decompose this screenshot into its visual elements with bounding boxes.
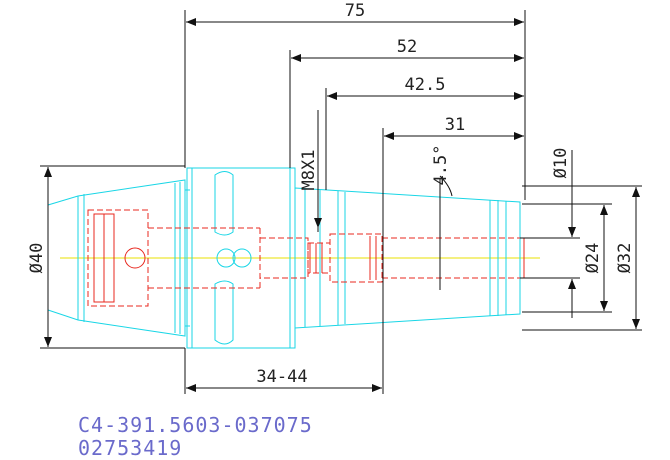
dia-10-label: Ø10 [551, 148, 571, 179]
dim-52-label: 52 [397, 37, 417, 57]
dim-34-44-label: 34-44 [256, 367, 307, 387]
dim-75-label: 75 [345, 1, 365, 21]
dia-24-label: Ø24 [583, 243, 603, 274]
taper-shank [294, 187, 521, 329]
taper-angle-label: 4.5° [431, 145, 451, 186]
dim-42-5-label: 42.5 [405, 75, 446, 95]
dim-31-label: 31 [445, 115, 465, 135]
part-number: 02753419 [78, 436, 182, 460]
extension-lines [40, 10, 642, 394]
part-code: C4-391.5603-037075 [78, 413, 313, 437]
thread-label: M8X1 [299, 150, 319, 191]
dia-40-label: Ø40 [27, 243, 47, 274]
dia-32-label: Ø32 [615, 243, 635, 274]
hidden-features [87, 209, 525, 307]
dimension-lines [44, 18, 640, 392]
